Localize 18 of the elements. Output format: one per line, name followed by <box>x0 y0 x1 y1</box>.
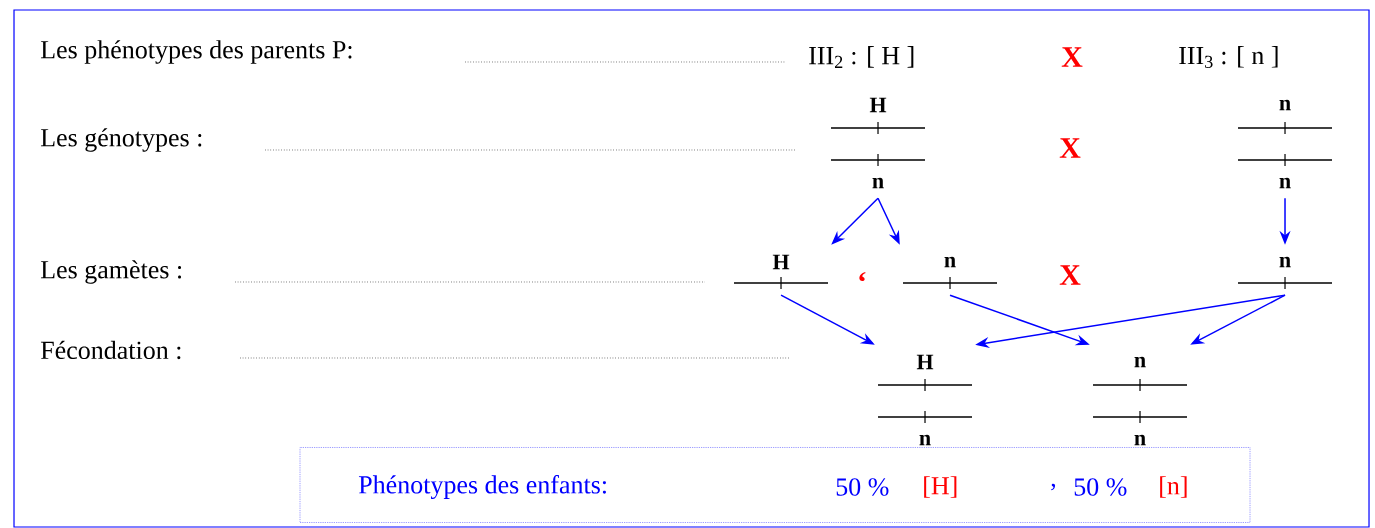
row-label: Les phénotypes des parents P: <box>40 40 352 64</box>
row-label: Fécondation : <box>40 340 181 360</box>
row-label: Les gamètes : <box>40 260 182 284</box>
chromosome-pair: H n <box>877 354 973 446</box>
row-label: Les génotypes : <box>40 128 202 152</box>
chromosome: n <box>1237 256 1333 290</box>
chromosome: n <box>902 256 998 290</box>
chromosome-pair: n n <box>1092 356 1188 446</box>
result-box: Phénotypes des enfants: 50 % [H] , 50 % [n] <box>299 447 1251 523</box>
arrow <box>831 197 879 245</box>
chromosome-pair: H n <box>830 97 926 189</box>
phenotype-label: III$_{2}$ : [ H ] <box>809 46 914 68</box>
phenotype-label: III$_{3}$ : [ n ] <box>1179 46 1278 68</box>
cross-sign: X <box>1061 47 1083 67</box>
separator: ‘ <box>859 272 866 282</box>
cross-sign: X <box>1059 265 1081 285</box>
chromosome: H <box>733 254 829 290</box>
cross-sign: X <box>1059 138 1081 158</box>
